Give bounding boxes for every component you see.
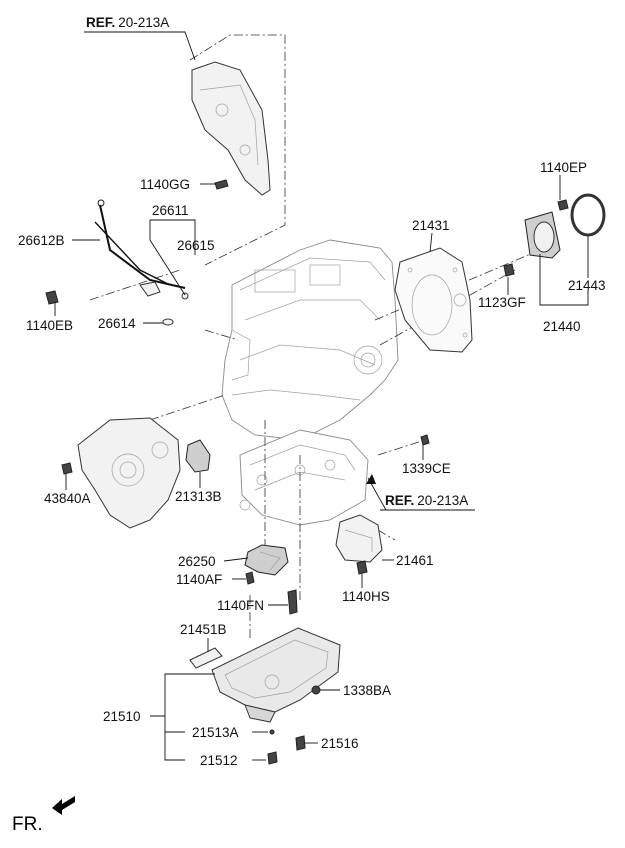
- oil-seal-case-drawing: [524, 211, 561, 259]
- part-label-26615[interactable]: 26615: [177, 238, 215, 253]
- washer-21513A: [269, 729, 275, 735]
- part-label-1140GG[interactable]: 1140GG: [140, 177, 190, 192]
- ref-label-mid[interactable]: REF.20-213A: [385, 493, 468, 508]
- part-label-1140HS[interactable]: 1140HS: [342, 589, 390, 604]
- dipstick-drawing: [94, 199, 189, 300]
- part-label-1140EB[interactable]: 1140EB: [26, 318, 73, 333]
- part-label-1123GF[interactable]: 1123GF: [478, 295, 526, 310]
- part-label-1338BA[interactable]: 1338BA: [343, 683, 391, 698]
- oil-strainer-drawing: [244, 544, 289, 576]
- part-label-21516[interactable]: 21516: [321, 736, 359, 751]
- bolt-1123GF: [503, 263, 515, 277]
- front-arrow-icon: [52, 796, 75, 815]
- gasket-21451B-drawing: [189, 647, 223, 669]
- part-label-21513A[interactable]: 21513A: [192, 725, 239, 740]
- baffle-21461-drawing: [335, 514, 383, 563]
- bolt-1140GG: [214, 179, 229, 190]
- part-label-21431[interactable]: 21431: [412, 218, 450, 233]
- plug-21516: [295, 735, 306, 751]
- bolt-43840A: [61, 462, 73, 475]
- part-label-1140FN[interactable]: 1140FN: [217, 598, 264, 613]
- part-label-26250[interactable]: 26250: [178, 554, 216, 569]
- bolt-1140AF: [245, 571, 255, 585]
- part-label-21461[interactable]: 21461: [396, 553, 434, 568]
- bracket-21313B-drawing: [185, 439, 211, 473]
- engine-block-drawing: [221, 239, 399, 526]
- part-label-1140AF[interactable]: 1140AF: [176, 572, 222, 587]
- part-label-26612B[interactable]: 26612B: [18, 233, 65, 248]
- bolt-1140EP: [557, 199, 569, 211]
- oil-pan-drawing: [211, 627, 341, 723]
- front-cover-drawing: [77, 417, 181, 529]
- bolt-1140EB: [45, 290, 59, 305]
- part-label-26614[interactable]: 26614: [98, 316, 136, 331]
- rear-plate-drawing: [394, 247, 473, 353]
- ref-code: 20-213A: [417, 493, 468, 508]
- front-direction-label: FR.: [12, 814, 43, 835]
- bolt-1140HS: [356, 560, 368, 575]
- part-label-21313B[interactable]: 21313B: [175, 489, 222, 504]
- plug-21512: [267, 751, 278, 765]
- part-label-1140EP[interactable]: 1140EP: [540, 160, 587, 175]
- bolt-1140FN: [287, 589, 298, 615]
- part-label-21451B[interactable]: 21451B: [180, 622, 227, 637]
- part-label-21440[interactable]: 21440: [543, 319, 581, 334]
- oring-26614: [162, 318, 174, 326]
- timing-cover-drawing: [191, 61, 271, 196]
- leader-lines: [54, 31, 589, 761]
- part-label-26611[interactable]: 26611: [152, 203, 189, 218]
- ref-label-top[interactable]: REF.20-213A: [86, 15, 169, 30]
- part-label-21443[interactable]: 21443: [568, 278, 606, 293]
- part-label-1339CE[interactable]: 1339CE: [402, 461, 451, 476]
- ref-prefix: REF.: [86, 15, 115, 30]
- oil-seal-ring-drawing: [570, 193, 606, 237]
- part-label-21510[interactable]: 21510: [103, 709, 141, 724]
- ref-prefix: REF.: [385, 493, 414, 508]
- bolt-1339CE: [420, 434, 430, 446]
- bolt-1338BA: [311, 685, 321, 695]
- part-label-43840A[interactable]: 43840A: [44, 491, 91, 506]
- ref-arrow: [366, 474, 376, 484]
- part-label-21512[interactable]: 21512: [200, 753, 238, 768]
- ref-code: 20-213A: [118, 15, 169, 30]
